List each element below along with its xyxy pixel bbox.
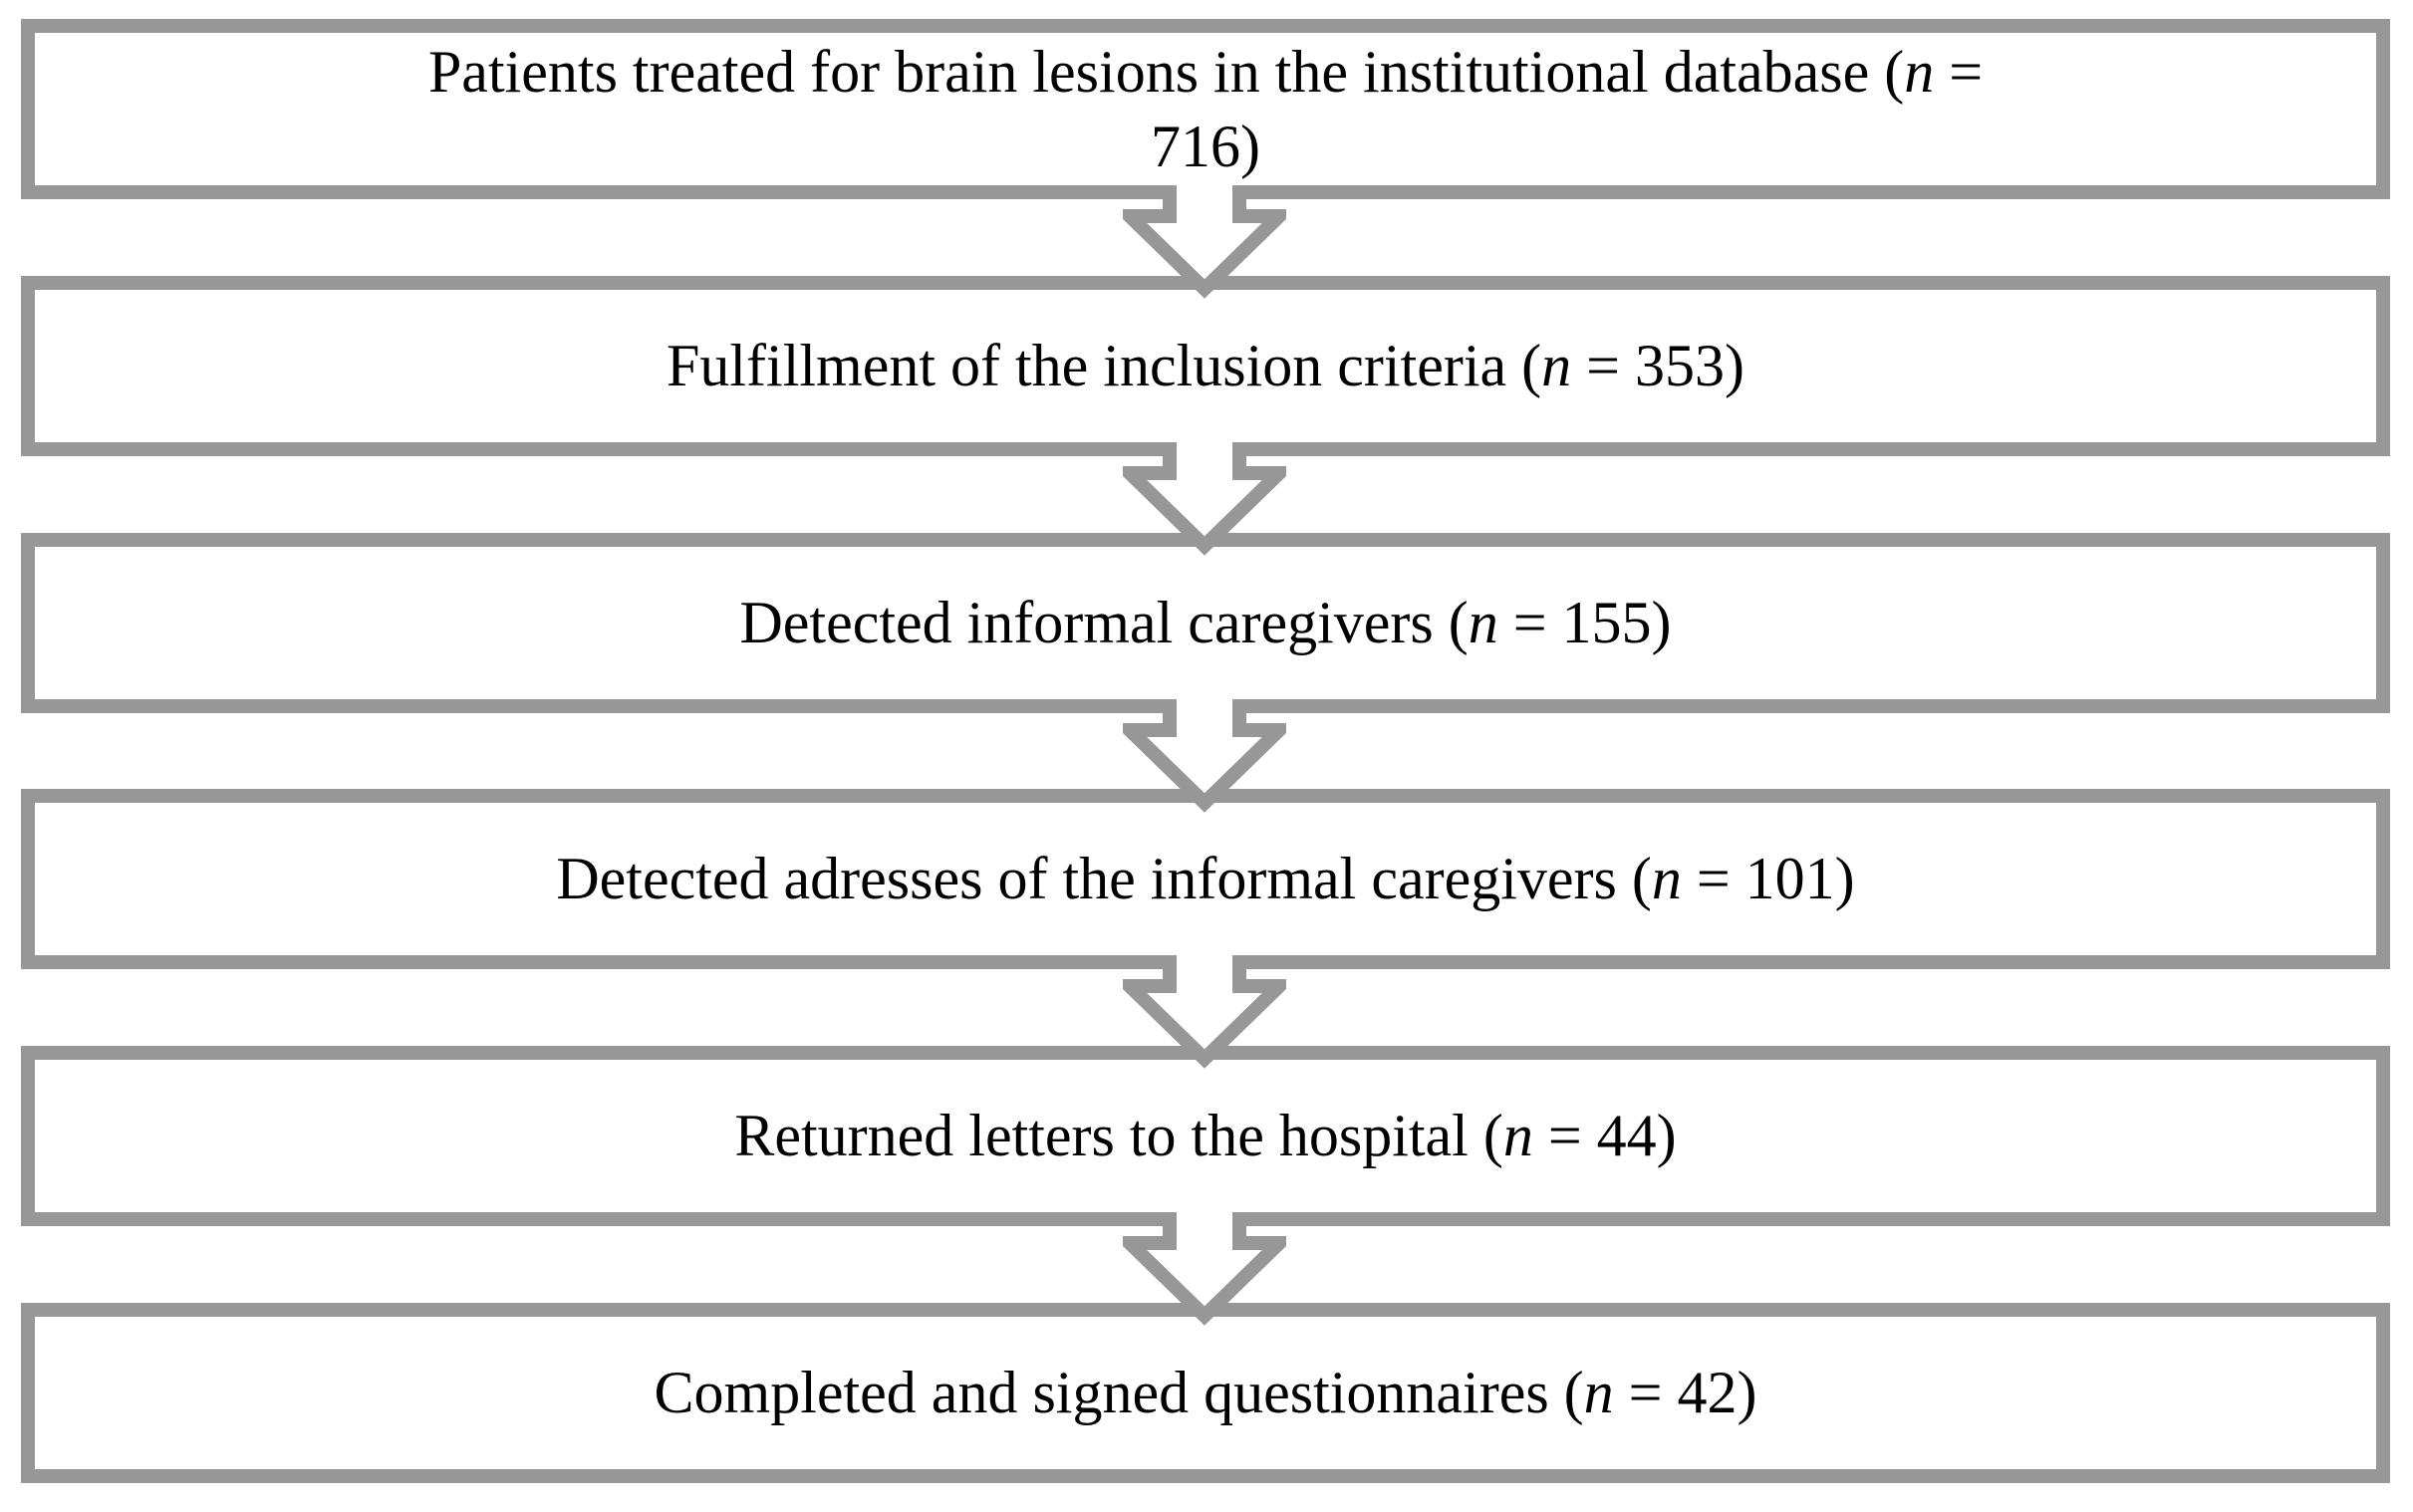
down-arrow-icon: [1123, 442, 1286, 556]
flow-box-label: Detected informal caregivers (n = 155): [739, 590, 1672, 655]
down-arrow-icon: [1123, 1212, 1286, 1326]
down-arrow-icon: [1123, 955, 1286, 1069]
flow-box-label: Completed and signed questionnaires (n =…: [654, 1360, 1757, 1425]
down-arrow-icon: [1123, 699, 1286, 813]
flow-box-returned-letters: Returned letters to the hospital (n = 44…: [21, 1046, 2390, 1226]
flow-box-caregiver-addresses: Detected adresses of the informal caregi…: [21, 789, 2390, 969]
flow-box-label: Returned letters to the hospital (n = 44…: [734, 1103, 1677, 1168]
flow-box-label: Fulfillment of the inclusion criteria (n…: [667, 333, 1744, 398]
flow-box-patients-database: Patients treated for brain lesions in th…: [21, 19, 2390, 199]
flow-box-completed-questionnaires: Completed and signed questionnaires (n =…: [21, 1303, 2390, 1483]
flow-box-label: Patients treated for brain lesions in th…: [427, 38, 1984, 179]
flow-box-label: Detected adresses of the informal caregi…: [556, 846, 1855, 911]
flow-box-informal-caregivers: Detected informal caregivers (n = 155): [21, 533, 2390, 713]
down-arrow-icon: [1123, 185, 1286, 299]
flow-box-inclusion-criteria: Fulfillment of the inclusion criteria (n…: [21, 276, 2390, 456]
